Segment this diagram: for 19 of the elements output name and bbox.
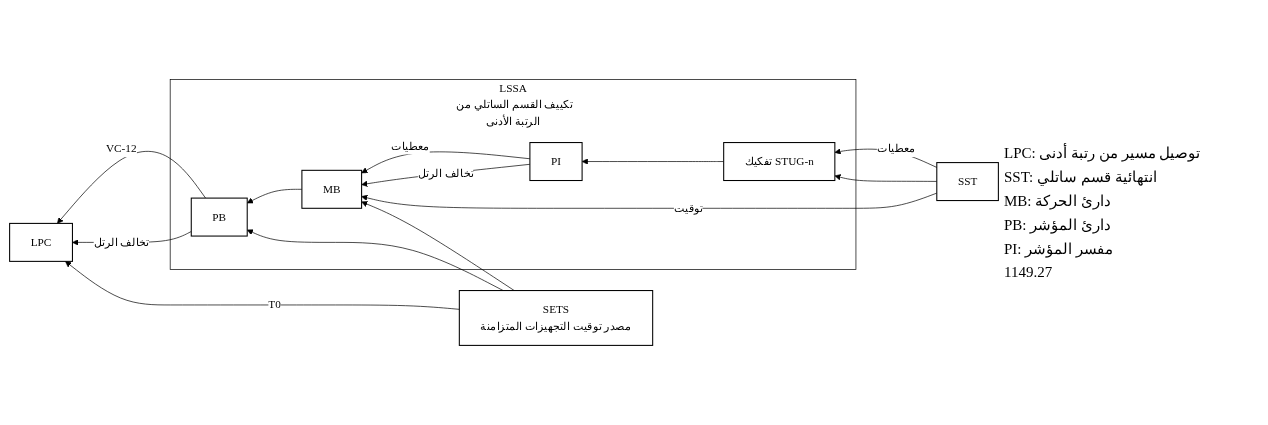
note-text: LPC: توصيل مسير من رتبة أدنى [1004, 144, 1202, 162]
node-box: MB [301, 169, 363, 209]
note-text: MB: دارئ الحركة [1004, 192, 1112, 210]
node-box: تفكيك STUG-n [723, 142, 836, 182]
edge-label: تخالف الرتل [417, 166, 474, 179]
edge-label: VC-12 [105, 142, 137, 155]
edge-label: معطيات [391, 139, 430, 152]
note-text: PB: دارئ المؤشر [1004, 216, 1112, 234]
edge-label: T0 [268, 298, 281, 311]
edge-label: معطيات [877, 142, 916, 155]
node-box: SST [936, 162, 999, 202]
edge-label: توقيت [673, 201, 703, 214]
note-text: 1149.27 [1004, 264, 1054, 281]
edge-label: تخالف الرتل [93, 236, 150, 248]
node-box: PI [529, 142, 583, 182]
node-box: LPC [9, 222, 73, 262]
note-text: PI: مفسر المؤشر [1004, 240, 1114, 258]
node-box: PB [190, 197, 248, 237]
note-text: SST: انتهائية قسم ساتلي [1004, 168, 1158, 186]
